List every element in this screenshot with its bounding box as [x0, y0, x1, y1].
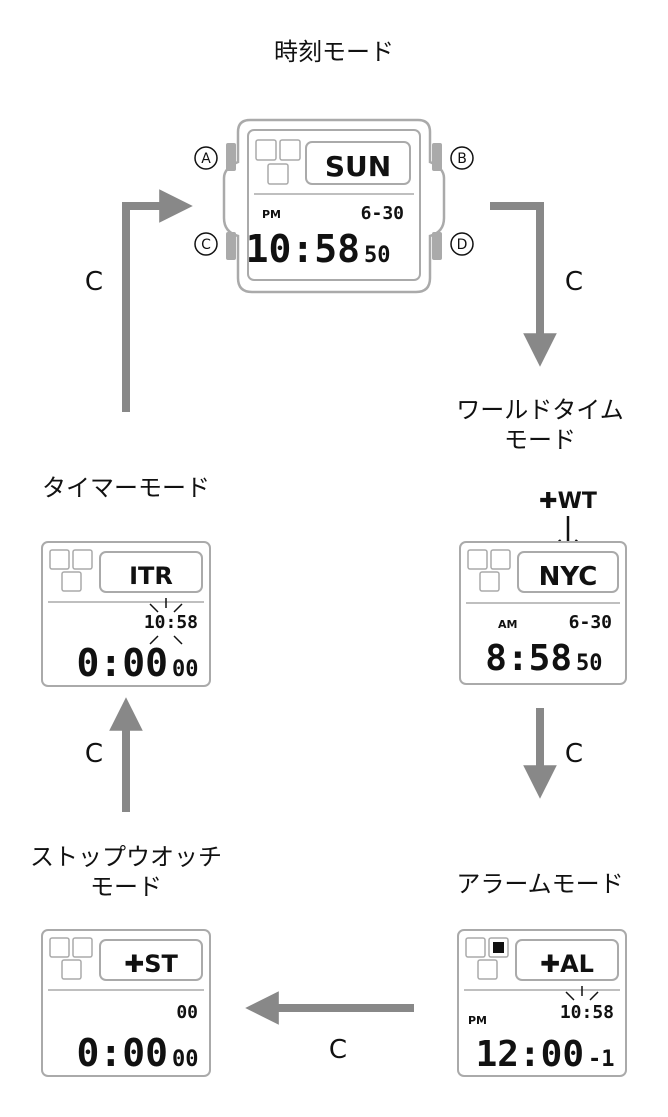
watch-body [222, 118, 446, 294]
world-time: 8:58 [485, 638, 572, 679]
stopwatch-time: 0:00 [76, 1031, 168, 1075]
time-day: SUN [325, 150, 391, 183]
timer-flash-icon [149, 598, 183, 645]
alarm-flash-icon [565, 986, 599, 1001]
alarm-time: 12:00 [476, 1034, 584, 1075]
timer-current-time: 10:58 [144, 612, 198, 633]
time-display: 10:58 [246, 227, 360, 271]
stopwatch-mode-label-2: モード [90, 873, 162, 901]
arrow-time-to-world [490, 202, 557, 367]
timer-sub: 00 [172, 657, 199, 682]
world-city: NYC [539, 562, 598, 592]
stopwatch-mode-label-1: ストップウオッチ [30, 843, 222, 871]
stopwatch-top-digits: 00 [176, 1002, 198, 1023]
world-ampm: AM [498, 618, 517, 631]
world-seconds: 50 [576, 651, 603, 676]
timer-mode-label: タイマーモード [42, 474, 210, 502]
label-timer-to-time: C [85, 267, 103, 297]
button-c [226, 232, 236, 260]
time-seconds: 50 [364, 243, 391, 268]
button-a [226, 143, 236, 171]
world-date: 6-30 [569, 612, 612, 633]
button-b [432, 143, 442, 171]
label-world-to-alarm: C [565, 739, 583, 769]
time-mode-label: 時刻モード [274, 38, 394, 66]
svg-text:B: B [457, 151, 467, 167]
time-ampm: PM [262, 208, 281, 221]
timer-indicator: ΙTR [129, 562, 173, 590]
alarm-mode-label: アラームモード [456, 870, 623, 898]
button-d [432, 232, 442, 260]
label-time-to-world: C [565, 267, 583, 297]
stopwatch-indicator: ✚ST [124, 950, 178, 978]
stopwatch-screen [41, 929, 211, 1077]
svg-text:A: A [201, 151, 211, 167]
world-mode-label-1: ワールドタイム [456, 396, 624, 424]
world-indicator: ✚WT [539, 489, 597, 514]
label-stopwatch-to-timer: C [85, 739, 103, 769]
world-screen [459, 541, 627, 685]
alarm-number: -1 [588, 1047, 615, 1072]
button-d-callout [450, 232, 474, 256]
stopwatch-sub: 00 [172, 1047, 199, 1072]
timer-screen [41, 541, 211, 687]
arrow-timer-to-time [122, 189, 193, 412]
svg-text:C: C [201, 237, 211, 253]
alarm-indicator: ✚AL [540, 950, 594, 978]
time-date: 6-30 [361, 203, 404, 224]
button-c-callout [194, 232, 218, 256]
world-mode-label-2: モード [504, 426, 576, 454]
alarm-current-time: 10:58 [560, 1002, 614, 1023]
label-alarm-to-stopwatch: C [329, 1035, 347, 1065]
alarm-on-icon [493, 942, 504, 953]
button-b-callout [450, 146, 474, 170]
alarm-ampm: PM [468, 1014, 487, 1027]
svg-text:D: D [457, 237, 468, 253]
alarm-screen [457, 929, 627, 1077]
button-a-callout [194, 146, 218, 170]
timer-time: 0:00 [76, 641, 168, 685]
